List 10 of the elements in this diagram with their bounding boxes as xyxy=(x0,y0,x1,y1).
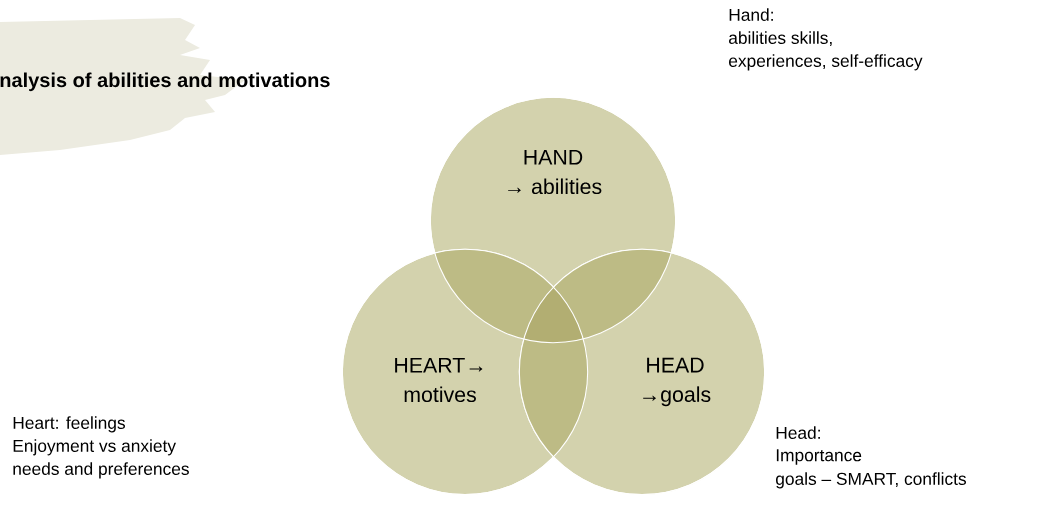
note-text: goals – SMART, conflicts xyxy=(776,472,966,489)
note-text: Hand: xyxy=(729,8,773,21)
title: nalysis of abilities and motivations xyxy=(0,72,330,92)
note-text: Head: xyxy=(776,426,820,439)
note-text: experiences, self-efficacy xyxy=(729,54,923,71)
note-text: Enjoyment vs anxiety xyxy=(13,439,176,456)
note-text: Importance xyxy=(776,449,862,465)
note-text: abilities skills, xyxy=(729,31,832,47)
note-text: Heart: feelings xyxy=(13,416,125,433)
note-text: needs and preferences xyxy=(13,462,189,479)
